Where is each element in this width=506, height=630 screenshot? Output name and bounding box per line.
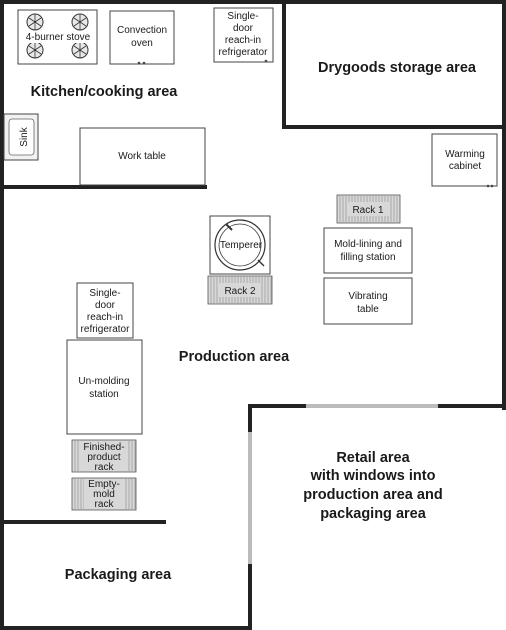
- temperer-inner-icon: [218, 223, 262, 267]
- warming-cabinet-label-2: cabinet: [449, 161, 481, 172]
- work-table-body: [79, 127, 206, 186]
- convection-oven-label-2: oven: [131, 38, 153, 49]
- window-retail-north: [306, 404, 438, 408]
- rack-1: Rack 1: [336, 194, 401, 224]
- warming-cabinet: Warming cabinet: [431, 133, 498, 188]
- window-retail-west: [248, 432, 252, 564]
- work-table: Work table: [79, 127, 206, 186]
- windows: [248, 404, 438, 564]
- empty-rack-label-1: Empty-: [88, 479, 120, 490]
- refrigerator-left-label-3: reach-in: [87, 312, 123, 323]
- refrigerator-left-body: [76, 282, 134, 339]
- rack-1-label-bg: [347, 202, 389, 216]
- refrigerator-left-label-2: door: [95, 300, 116, 311]
- rack-2-label: Rack 2: [224, 286, 256, 297]
- vibrating-table: Vibrating table: [323, 277, 413, 325]
- finished-product-rack: Finished- product rack: [71, 439, 137, 473]
- rack-2: Rack 2: [207, 275, 273, 305]
- wall-bottom: [0, 626, 252, 630]
- convection-oven-body: [109, 10, 175, 65]
- stove: 4-burner stove: [17, 9, 98, 65]
- cabinet-foot-icon: [490, 184, 494, 188]
- burner-icon: [71, 41, 89, 59]
- packaging-area-label: Packaging area: [65, 567, 172, 583]
- sink-basin: [8, 118, 35, 156]
- mold-lining-label-2: filling station: [340, 252, 395, 263]
- refrigerator-top-body: [213, 7, 274, 63]
- temperer-arm-icon: [225, 223, 233, 231]
- stove-label: 4-burner stove: [26, 32, 91, 43]
- unmolding-station: Un-molding station: [66, 339, 143, 435]
- sink: Sink: [3, 113, 39, 161]
- cabinet-foot-icon: [486, 184, 490, 188]
- vibrating-table-label-2: table: [357, 304, 379, 315]
- vibrating-table-body: [323, 277, 413, 325]
- refrigerator-top-label-2: door: [233, 23, 254, 34]
- wall-drygoods-south: [282, 125, 506, 129]
- unmolding-station-body: [66, 339, 143, 435]
- temperer: Temperer: [209, 215, 271, 275]
- empty-rack-label-3: rack: [95, 499, 115, 510]
- finished-rack-label-1: Finished-: [83, 442, 124, 453]
- retail-area-label-3: production area and: [303, 487, 442, 503]
- retail-area-label-2: with windows into: [310, 468, 436, 484]
- temperer-bowl-icon: [214, 219, 266, 271]
- mold-lining-station: Mold-lining and filling station: [323, 227, 413, 274]
- stove-label-bg: [22, 31, 94, 43]
- empty-rack-label-bg: [84, 479, 124, 509]
- wall-packaging-north: [0, 520, 166, 524]
- oven-foot-icon: [137, 61, 141, 65]
- vibrating-table-label-1: Vibrating: [348, 291, 387, 302]
- retail-area-label: Retail area with windows into production…: [303, 450, 442, 522]
- refrigerator-top-label-4: refrigerator: [219, 47, 269, 58]
- sink-label: Sink: [19, 126, 30, 146]
- burner-icon: [26, 41, 44, 59]
- convection-oven: Convection oven: [109, 10, 175, 65]
- finished-rack-label-bg: [80, 441, 128, 471]
- wall-kitchen-south: [0, 185, 207, 189]
- retail-area-label-4: packaging area: [320, 506, 427, 522]
- temperer-spout-icon: [257, 259, 265, 267]
- refrigerator-left-label-4: refrigerator: [81, 324, 131, 335]
- kitchen-area-label: Kitchen/cooking area: [31, 84, 179, 100]
- wall-top: [0, 0, 506, 4]
- warming-cabinet-label-1: Warming: [445, 149, 485, 160]
- burner-icon: [26, 13, 44, 31]
- temperer-label: Temperer: [220, 240, 263, 251]
- fridge-handle-icon: [264, 59, 268, 63]
- mold-lining-station-body: [323, 227, 413, 274]
- refrigerator-top-label-1: Single-: [227, 11, 258, 22]
- empty-mold-rack: Empty- mold rack: [71, 477, 137, 511]
- unmolding-station-label-1: Un-molding: [78, 376, 129, 387]
- refrigerator-top: Single- door reach-in refrigerator: [213, 7, 274, 63]
- work-table-label: Work table: [118, 151, 166, 162]
- finished-rack-label-3: rack: [95, 462, 115, 473]
- production-area-label: Production area: [179, 349, 290, 365]
- burner-icon: [71, 13, 89, 31]
- refrigerator-top-label-3: reach-in: [225, 35, 261, 46]
- rack-2-label-bg: [219, 283, 261, 297]
- wall-left: [0, 0, 4, 630]
- convection-oven-label-1: Convection: [117, 25, 167, 36]
- wall-right: [502, 0, 506, 410]
- oven-foot-icon: [142, 61, 146, 65]
- mold-lining-label-1: Mold-lining and: [334, 239, 402, 250]
- refrigerator-left-label-1: Single-: [89, 288, 120, 299]
- warming-cabinet-body: [431, 133, 498, 187]
- wall-drygoods-west: [282, 0, 286, 128]
- retail-area-label-1: Retail area: [336, 450, 410, 466]
- refrigerator-left: Single- door reach-in refrigerator: [76, 282, 134, 339]
- drygoods-area-label: Drygoods storage area: [318, 60, 477, 76]
- rack-1-label: Rack 1: [352, 205, 384, 216]
- empty-rack-label-2: mold: [93, 489, 115, 500]
- unmolding-station-label-2: station: [89, 389, 118, 400]
- finished-rack-label-2: product: [87, 452, 121, 463]
